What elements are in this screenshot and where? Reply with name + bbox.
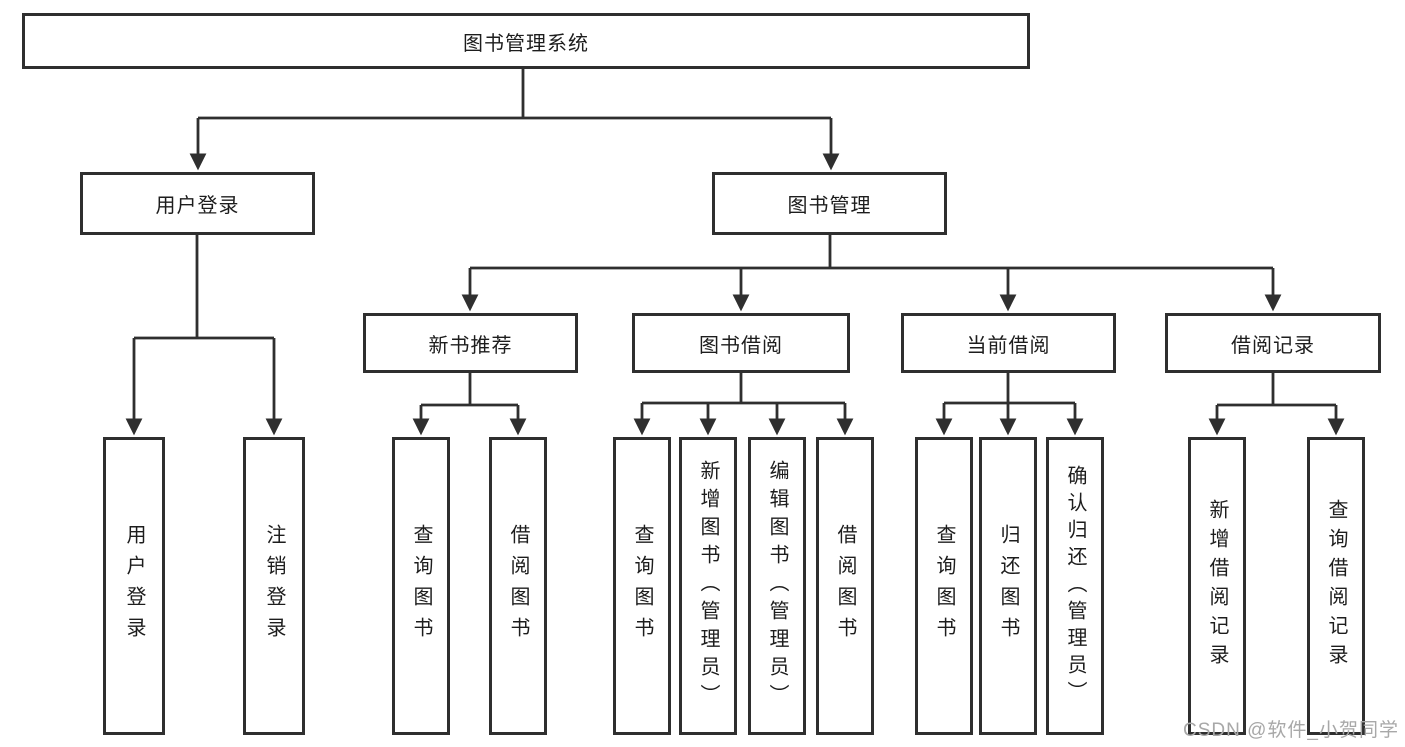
node-new-book-recommendation: 新书推荐 [363,313,578,373]
watermark: CSDN @软件_小贺同学 [1183,720,1399,741]
leaf-newbooks-query-books: 查询图书 [392,437,450,735]
leaf-user-login: 用户登录 [103,437,165,735]
leaf-logout-login: 注销登录 [243,437,305,735]
leaf-borrowing-query-books: 查询图书 [613,437,671,735]
leaf-newbooks-borrow-books: 借阅图书 [489,437,547,735]
leaf-current-return-books: 归还图书 [979,437,1037,735]
new-books-connector [412,373,527,436]
node-borrowing-records: 借阅记录 [1165,313,1381,373]
book-borrowing-connector [633,373,854,436]
node-current-borrowing: 当前借阅 [901,313,1116,373]
leaf-borrowing-borrow-books: 借阅图书 [816,437,874,735]
borrowing-records-connector [1208,373,1345,436]
node-book-borrowing: 图书借阅 [632,313,850,373]
leaf-current-query-books: 查询图书 [915,437,973,735]
leaf-borrowing-edit-books-admin: 编辑图书（管理员） [748,437,806,735]
root-connector [189,69,840,171]
node-book-management: 图书管理 [712,172,947,235]
leaf-borrowing-add-books-admin: 新增图书（管理员） [679,437,737,735]
node-library-system: 图书管理系统 [22,13,1030,69]
current-borrowing-connector [935,373,1084,436]
book-management-connector [461,235,1282,312]
leaf-records-query-borrow-record: 查询借阅记录 [1307,437,1365,735]
user-login-connector [125,235,283,436]
leaf-records-add-borrow-record: 新增借阅记录 [1188,437,1246,735]
node-user-login: 用户登录 [80,172,315,235]
leaf-current-confirm-return-admin: 确认归还（管理员） [1046,437,1104,735]
